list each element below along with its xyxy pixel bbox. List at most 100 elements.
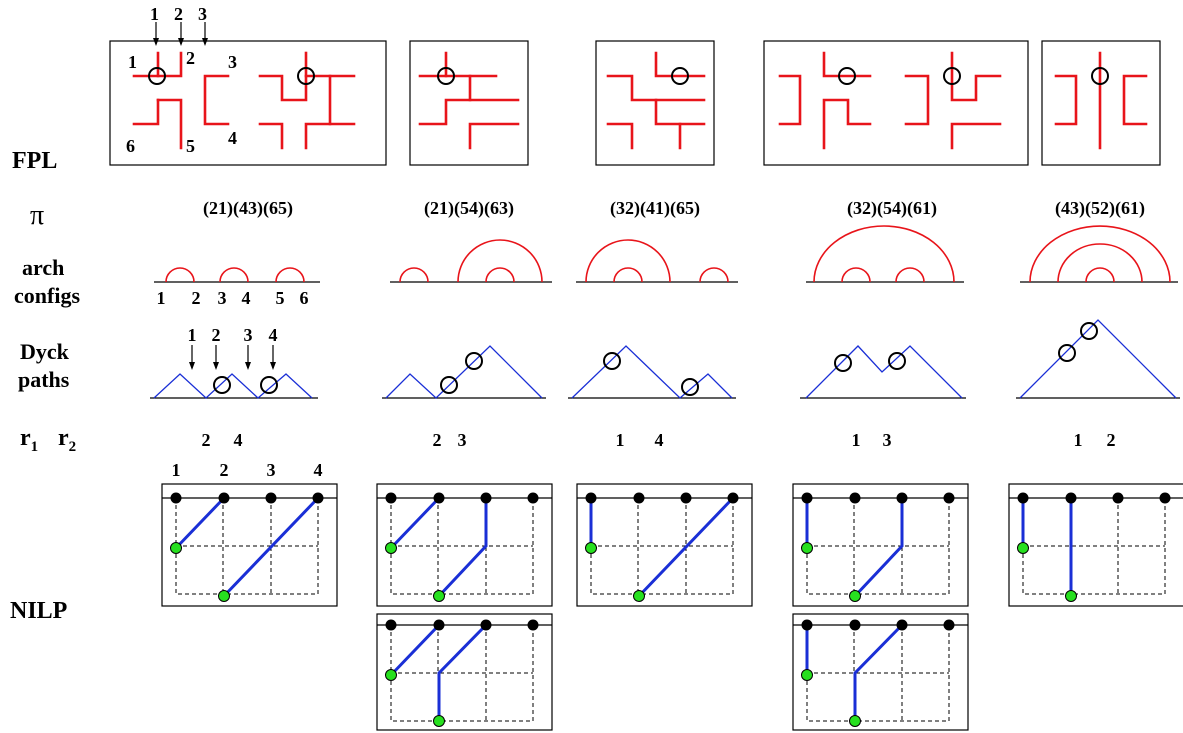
nilp-end-point [385,669,397,681]
fpl-strand [1054,74,1078,126]
fpl-strand [304,122,332,150]
dyck-path-5 [1016,319,1180,399]
nilp-start-point [385,492,397,504]
nilp-end-point [170,542,182,554]
fpl-strand [606,122,634,150]
dyck-marker-circle [681,378,699,396]
fpl-frame [109,40,387,166]
fpl-top-arrows: 1 2 3 [150,4,208,46]
pi-value-4: (32)(54)(61) [847,198,937,219]
arch-axis-label-2: 2 [192,288,201,308]
arch [585,239,671,283]
nilp-path [853,496,904,598]
fpl-marker-circle [943,67,961,85]
nilp-start-point [1017,492,1029,504]
fpl-frame [409,40,529,166]
fpl-strand [822,98,872,150]
nilp-start-point [170,492,182,504]
nilp-start-point [1159,492,1171,504]
dyck-arrow-label-3: 3 [244,325,253,345]
arch [275,267,305,283]
arch-config-4 [806,225,964,283]
nilp-end-point [433,715,445,727]
nilp-frame [1008,483,1183,607]
r1-value-3: 1 [616,430,625,450]
fpl-box-label-5: 5 [186,136,195,156]
nilp-end-point [801,669,813,681]
nilp-path [437,623,488,723]
nilp-start-point [265,492,277,504]
fpl-box-label-6: 6 [126,136,135,156]
fpl-strand [258,122,284,150]
fpl-frame [1041,40,1161,166]
nilp-lattice-4b [792,613,969,731]
fpl-marker-circle [1091,67,1109,85]
nilp-start-point [527,619,539,631]
dyck-arrow-label-1: 1 [188,325,197,345]
row-label-arch: arch [22,255,64,280]
nilp-path [853,623,904,723]
nilp-start-point [633,492,645,504]
fpl-strand [132,51,160,78]
nilp-lattice-2a [376,483,553,607]
row-label-pi: π [30,200,44,231]
fpl-box-5 [1041,40,1161,166]
arch-config-3 [576,239,738,283]
fpl-strand [1122,74,1148,126]
nilp-lattice-2b [376,613,553,731]
row-label-nilp: NILP [10,598,67,624]
nilp-start-point [896,619,908,631]
dyck-marker-circle [440,376,458,394]
fpl-strand [132,98,160,126]
nilp-path [389,496,441,550]
fpl-marker-circle [437,67,455,85]
arch [841,267,871,283]
arch-axis-label-6: 6 [300,288,309,308]
nilp-start-point [480,619,492,631]
pi-value-3: (32)(41)(65) [610,198,700,219]
nilp-start-point [849,619,861,631]
nilp-end-point [385,542,397,554]
row-label-fpl: FPL [12,148,57,174]
nilp-start-point [896,492,908,504]
nilp-start-point [849,492,861,504]
dyck-path-line [153,373,313,399]
r1-value-4: 1 [852,430,861,450]
arch [813,225,955,283]
fpl-box-label-2: 2 [186,48,195,68]
dyck-marker-circle [260,376,278,394]
arch-config-2 [390,239,552,283]
fpl-strand [258,74,332,102]
fpl-box-1: 1 2 3 1 2 3 4 5 6 [109,4,387,166]
pi-value-2: (21)(54)(63) [424,198,514,219]
r-values-row: 2 4 2 3 1 4 1 3 1 2 [202,430,1116,450]
nilp-path [437,496,488,598]
row-labels: FPL π arch configs Dyck paths r1 r2 NILP [10,148,80,624]
nilp-start-point [480,492,492,504]
arch [613,267,643,283]
r1-value-1: 2 [202,430,211,450]
arch-axis-label-5: 5 [276,288,285,308]
pi-row: (21)(43)(65) (21)(54)(63) (32)(41)(65) (… [203,198,1145,219]
dyck-marker-circle [834,354,852,372]
fpl-marker-circle [671,67,689,85]
dyck-row: 1 2 3 4 [150,319,1180,399]
nilp-column-label-3: 3 [267,460,276,480]
fpl-row: 1 2 3 1 2 3 4 5 6 [109,4,1161,166]
dyck-path-2 [382,345,546,399]
r1-value-5: 1 [1074,430,1083,450]
fpl-strand [778,74,802,126]
arch [1085,267,1115,283]
nilp-start-point [801,619,813,631]
arch-axis-label-3: 3 [218,288,227,308]
dyck-arrow-label-2: 2 [212,325,221,345]
fpl-arrow-label-2: 2 [174,4,183,24]
nilp-start-point [433,619,445,631]
arch-config-1: 1 2 3 4 5 6 [154,267,320,308]
dyck-marker-circle [1080,322,1098,340]
nilp-path [637,496,735,598]
nilp-lattice-4a [792,483,969,607]
nilp-frame [792,483,969,607]
fpl-marker-circle [297,67,315,85]
